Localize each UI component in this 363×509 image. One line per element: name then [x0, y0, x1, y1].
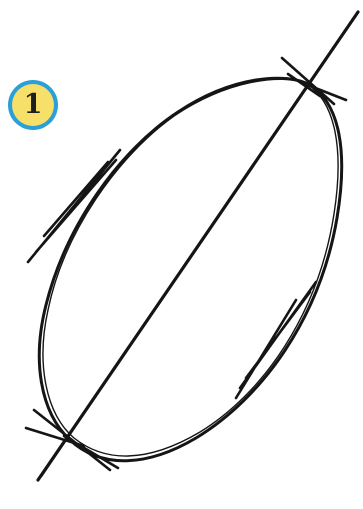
axis-line-retrace [42, 20, 352, 476]
bottom-cross-mark [26, 410, 118, 470]
top-cross-mark [282, 58, 346, 104]
right-tangent-hatch [236, 282, 316, 398]
step-number: 1 [24, 91, 43, 118]
oval-outline-retrace [43, 79, 338, 456]
left-tangent-hatch [28, 150, 120, 262]
oval-outline [39, 78, 341, 461]
step-number-badge-fill: 1 [12, 84, 54, 126]
step-number-badge: 1 [8, 80, 58, 130]
